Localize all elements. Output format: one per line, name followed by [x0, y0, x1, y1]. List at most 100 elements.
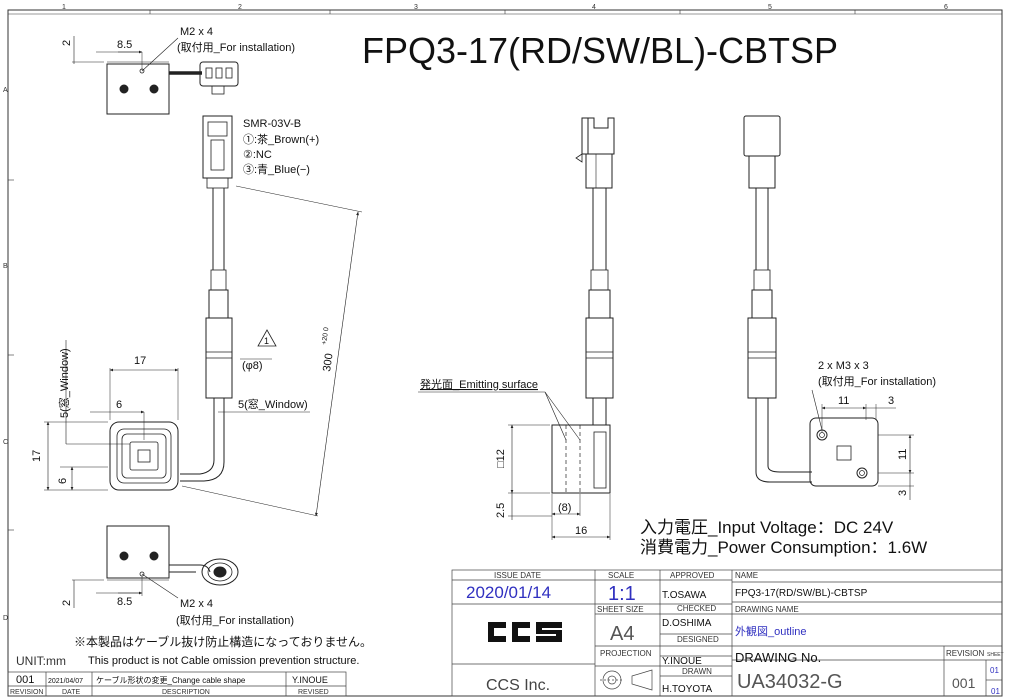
- back-screw-label: 2 x M3 x 3: [818, 360, 869, 372]
- connector-pin3: ③:青_Blue(−): [243, 163, 310, 176]
- revision-entry-desc: ケーブル形状の変更_Change cable shape: [96, 675, 246, 685]
- top-install-note: (取付用_For installation): [177, 41, 295, 54]
- revision-col-label: REVISION: [10, 689, 43, 696]
- title-block-labels: ISSUE DATE SCALE APPROVED NAME CHECKED S…: [494, 571, 1004, 676]
- side-dim-16: 16: [575, 525, 587, 537]
- grid-labels: 1 2 3 4 5 6 A B C D: [3, 4, 948, 622]
- back-install-note: (取付用_For installation): [818, 375, 936, 388]
- checked-name: D.OSHIMA: [662, 618, 712, 629]
- grid-col-1: 1: [62, 4, 66, 11]
- drawing-name-value: 外観図_outline: [735, 624, 807, 638]
- side-view-labels: 発光面_Emitting surface □12 2.5 (8) 16: [420, 377, 587, 537]
- window-5-vertical: 5(窓_Window): [57, 348, 71, 418]
- grid-row-c: C: [3, 439, 8, 446]
- cable-diameter: (φ8): [242, 360, 263, 372]
- side-dim-sq12: □12: [495, 449, 507, 468]
- logo-text: CCS: [505, 659, 507, 661]
- revision-number: 001: [952, 675, 976, 691]
- back-dim-3-h: 3: [888, 395, 894, 407]
- grid-row-d: D: [3, 615, 8, 622]
- sheet-number: 01: [990, 666, 999, 675]
- cable-length: 300: [321, 353, 335, 373]
- name-label: NAME: [735, 571, 758, 580]
- bottom-dim-2: 2: [61, 600, 73, 606]
- company-name: CCS Inc.: [486, 677, 550, 694]
- grid-col-5: 5: [768, 4, 772, 11]
- top-view: [72, 36, 239, 115]
- front-dim-17: 17: [134, 355, 146, 367]
- sheet-total: 01: [991, 687, 1000, 696]
- product-name: FPQ3-17(RD/SW/BL)-CBTSP: [735, 588, 868, 599]
- cable-length-tolerance: +20 0: [321, 327, 330, 346]
- top-screw-label: M2 x 4: [180, 26, 213, 38]
- side-dim-8: (8): [558, 502, 571, 514]
- date-col-label: DATE: [62, 689, 80, 696]
- grid-col-6: 6: [944, 4, 948, 11]
- revision-label: REVISION: [946, 649, 984, 658]
- bottom-view-labels: 2 8.5 M2 x 4 (取付用_For installation): [61, 596, 294, 627]
- connector-pin2: ②:NC: [243, 149, 272, 161]
- spec-power-consumption: 消費電力_Power Consumption：1.6W: [640, 538, 927, 557]
- description-col-label: DESCRIPTION: [162, 689, 210, 696]
- bottom-install-note: (取付用_For installation): [176, 614, 294, 627]
- designed-name: Y.INOUE: [662, 656, 702, 667]
- grid-row-b: B: [3, 263, 8, 270]
- connector-part: SMR-03V-B: [243, 118, 301, 130]
- revision-block: [7, 671, 347, 697]
- sheet-size-value: A4: [610, 623, 634, 645]
- top-dim-8-5: 8.5: [117, 39, 132, 51]
- bottom-dim-8-5: 8.5: [117, 596, 132, 608]
- front-dim-6: 6: [116, 399, 122, 411]
- back-view: [743, 115, 914, 500]
- revised-col-label: REVISED: [298, 689, 329, 696]
- front-view-labels: 17 6 5(窓_Window) 5(窓_Window) 17 6 (φ8) 1…: [31, 327, 336, 484]
- issue-date-label: ISSUE DATE: [494, 571, 541, 580]
- issue-date: 2020/01/14: [466, 583, 551, 602]
- scale-value: 1:1: [608, 583, 636, 605]
- spec-input-voltage: 入力電圧_Input Voltage：DC 24V: [640, 518, 894, 537]
- drawing-title: FPQ3-17(RD/SW/BL)-CBTSP: [362, 30, 838, 71]
- drawing-no-label: DRAWING No.: [735, 650, 821, 665]
- title-block: [451, 569, 1003, 697]
- side-view: [418, 117, 615, 540]
- top-dim-2: 2: [61, 40, 73, 46]
- drawing-name-label: DRAWING NAME: [735, 605, 799, 614]
- back-dim-3-v: 3: [897, 490, 909, 496]
- top-view-labels: 2 8.5 M2 x 4 (取付用_For installation): [61, 26, 295, 54]
- note-japanese: ※本製品はケーブル抜け防止構造になっておりません。: [74, 634, 372, 649]
- bottom-screw-label: M2 x 4: [180, 598, 213, 610]
- grid-col-3: 3: [414, 4, 418, 11]
- sheet-small-label: SHEET: [987, 652, 1004, 658]
- connector-labels: SMR-03V-B ①:茶_Brown(+) ②:NC ③:青_Blue(−): [243, 118, 319, 176]
- sheet-size-label: SHEET SIZE: [597, 605, 644, 614]
- designed-label: DESIGNED: [677, 635, 719, 644]
- note-mark-1: 1: [264, 336, 269, 346]
- grid-col-2: 2: [238, 4, 242, 11]
- revision-entry-by: Y.INOUE: [292, 675, 328, 685]
- title-block-values: 2020/01/14 1:1 T.OSAWA FPQ3-17(RD/SW/BL)…: [466, 583, 1000, 696]
- drawing-number: UA34032-G: [737, 671, 843, 693]
- side-dim-2-5: 2.5: [495, 503, 507, 518]
- note-english: This product is not Cable omission preve…: [88, 655, 359, 667]
- unit-label: UNIT:mm: [16, 654, 66, 668]
- revision-entry-rev: 001: [16, 674, 34, 686]
- grid-col-4: 4: [592, 4, 596, 11]
- approved-name: T.OSAWA: [662, 590, 707, 601]
- revision-block-text: 001 2021/04/07 ケーブル形状の変更_Change cable sh…: [10, 674, 329, 696]
- checked-label: CHECKED: [677, 604, 716, 613]
- back-dim-11-v: 11: [897, 449, 909, 460]
- drawn-label: DRAWN: [682, 667, 712, 676]
- back-dim-11-h: 11: [838, 395, 849, 407]
- connector-pin1: ①:茶_Brown(+): [243, 133, 319, 146]
- front-view: [44, 115, 363, 517]
- revision-entry-date: 2021/04/07: [48, 678, 83, 685]
- front-dim-17-side: 17: [31, 450, 43, 462]
- back-view-labels: 2 x M3 x 3 (取付用_For installation) 11 3 1…: [818, 360, 936, 496]
- company-logo: [488, 622, 562, 642]
- emitting-surface-label: 発光面_Emitting surface: [420, 377, 538, 391]
- front-dim-6-side: 6: [57, 478, 69, 484]
- projection-label: PROJECTION: [600, 649, 652, 658]
- approved-label: APPROVED: [670, 571, 715, 580]
- window-5-horizontal: 5(窓_Window): [238, 397, 308, 411]
